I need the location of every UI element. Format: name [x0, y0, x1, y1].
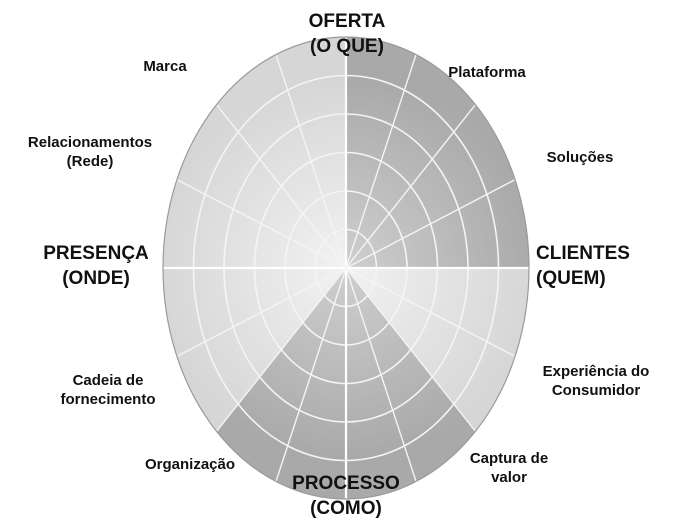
label-presenca: PRESENÇA (ONDE)	[43, 243, 149, 289]
spoke-13	[176, 178, 347, 269]
label-marca: Marca	[143, 58, 187, 75]
spoke-10	[216, 267, 347, 432]
spoke-group	[163, 37, 529, 499]
label-plataforma: Plataforma	[448, 64, 526, 81]
label-experiencia-do-consumidor: Experiência do Consumidor	[542, 363, 650, 399]
label-oferta: OFERTA (O QUE)	[308, 11, 386, 57]
label-relacionamentos-rede: Relacionamentos (Rede)	[27, 134, 153, 170]
spoke-3	[345, 178, 516, 269]
spoke-5	[345, 267, 516, 358]
spoke-1	[345, 54, 417, 269]
spoke-9	[275, 267, 347, 482]
radar-outline	[162, 36, 530, 500]
spoke-2	[345, 104, 476, 269]
spoke-6	[345, 267, 476, 432]
label-cadeia-de-fornecimento: Cadeia de fornecimento	[60, 372, 156, 408]
spoke-15	[275, 54, 347, 269]
label-organizacao: Organização	[144, 456, 236, 473]
label-clientes: CLIENTES (QUEM)	[536, 243, 630, 289]
wedge-cadeia-shade	[163, 268, 346, 432]
label-solucoes: Soluções	[546, 149, 614, 166]
label-processo: PROCESSO (COMO)	[292, 473, 400, 519]
spoke-11	[176, 267, 347, 358]
wedge-captura-shade	[346, 268, 476, 499]
label-captura-de-valor: Captura de valor	[469, 450, 549, 486]
spoke-14	[216, 104, 347, 269]
spoke-7	[345, 267, 417, 482]
